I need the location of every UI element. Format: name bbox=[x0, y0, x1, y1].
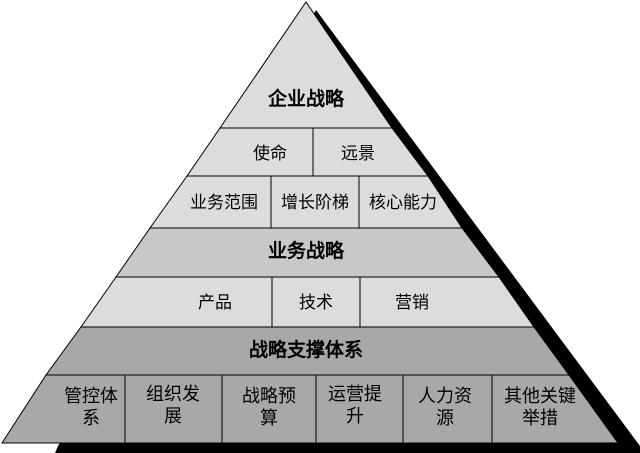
marketing-label: 营销 bbox=[395, 293, 429, 313]
capability-label: 核心能力 bbox=[369, 193, 437, 213]
mission-label: 使命 bbox=[253, 144, 287, 164]
support-item-governance: 管控体系 bbox=[64, 386, 118, 429]
top-title: 企业战略 bbox=[267, 88, 344, 110]
support-item-operations: 运营提升 bbox=[328, 384, 382, 427]
support-title: 战略支撑体系 bbox=[248, 339, 363, 361]
growth-label: 增长阶梯 bbox=[281, 193, 349, 213]
support-item-other: 其他关键举措 bbox=[504, 386, 576, 429]
support-item-organization: 组织发展 bbox=[146, 384, 200, 427]
technology-label: 技术 bbox=[299, 293, 333, 313]
support-item-hr: 人力资源 bbox=[418, 386, 472, 429]
scope-label: 业务范围 bbox=[190, 193, 258, 213]
layer-support-items bbox=[1, 374, 619, 444]
business-title: 业务战略 bbox=[267, 240, 344, 262]
product-label: 产品 bbox=[198, 293, 232, 313]
support-item-budget: 战略预算 bbox=[242, 386, 296, 429]
vision-label: 远景 bbox=[341, 144, 375, 164]
